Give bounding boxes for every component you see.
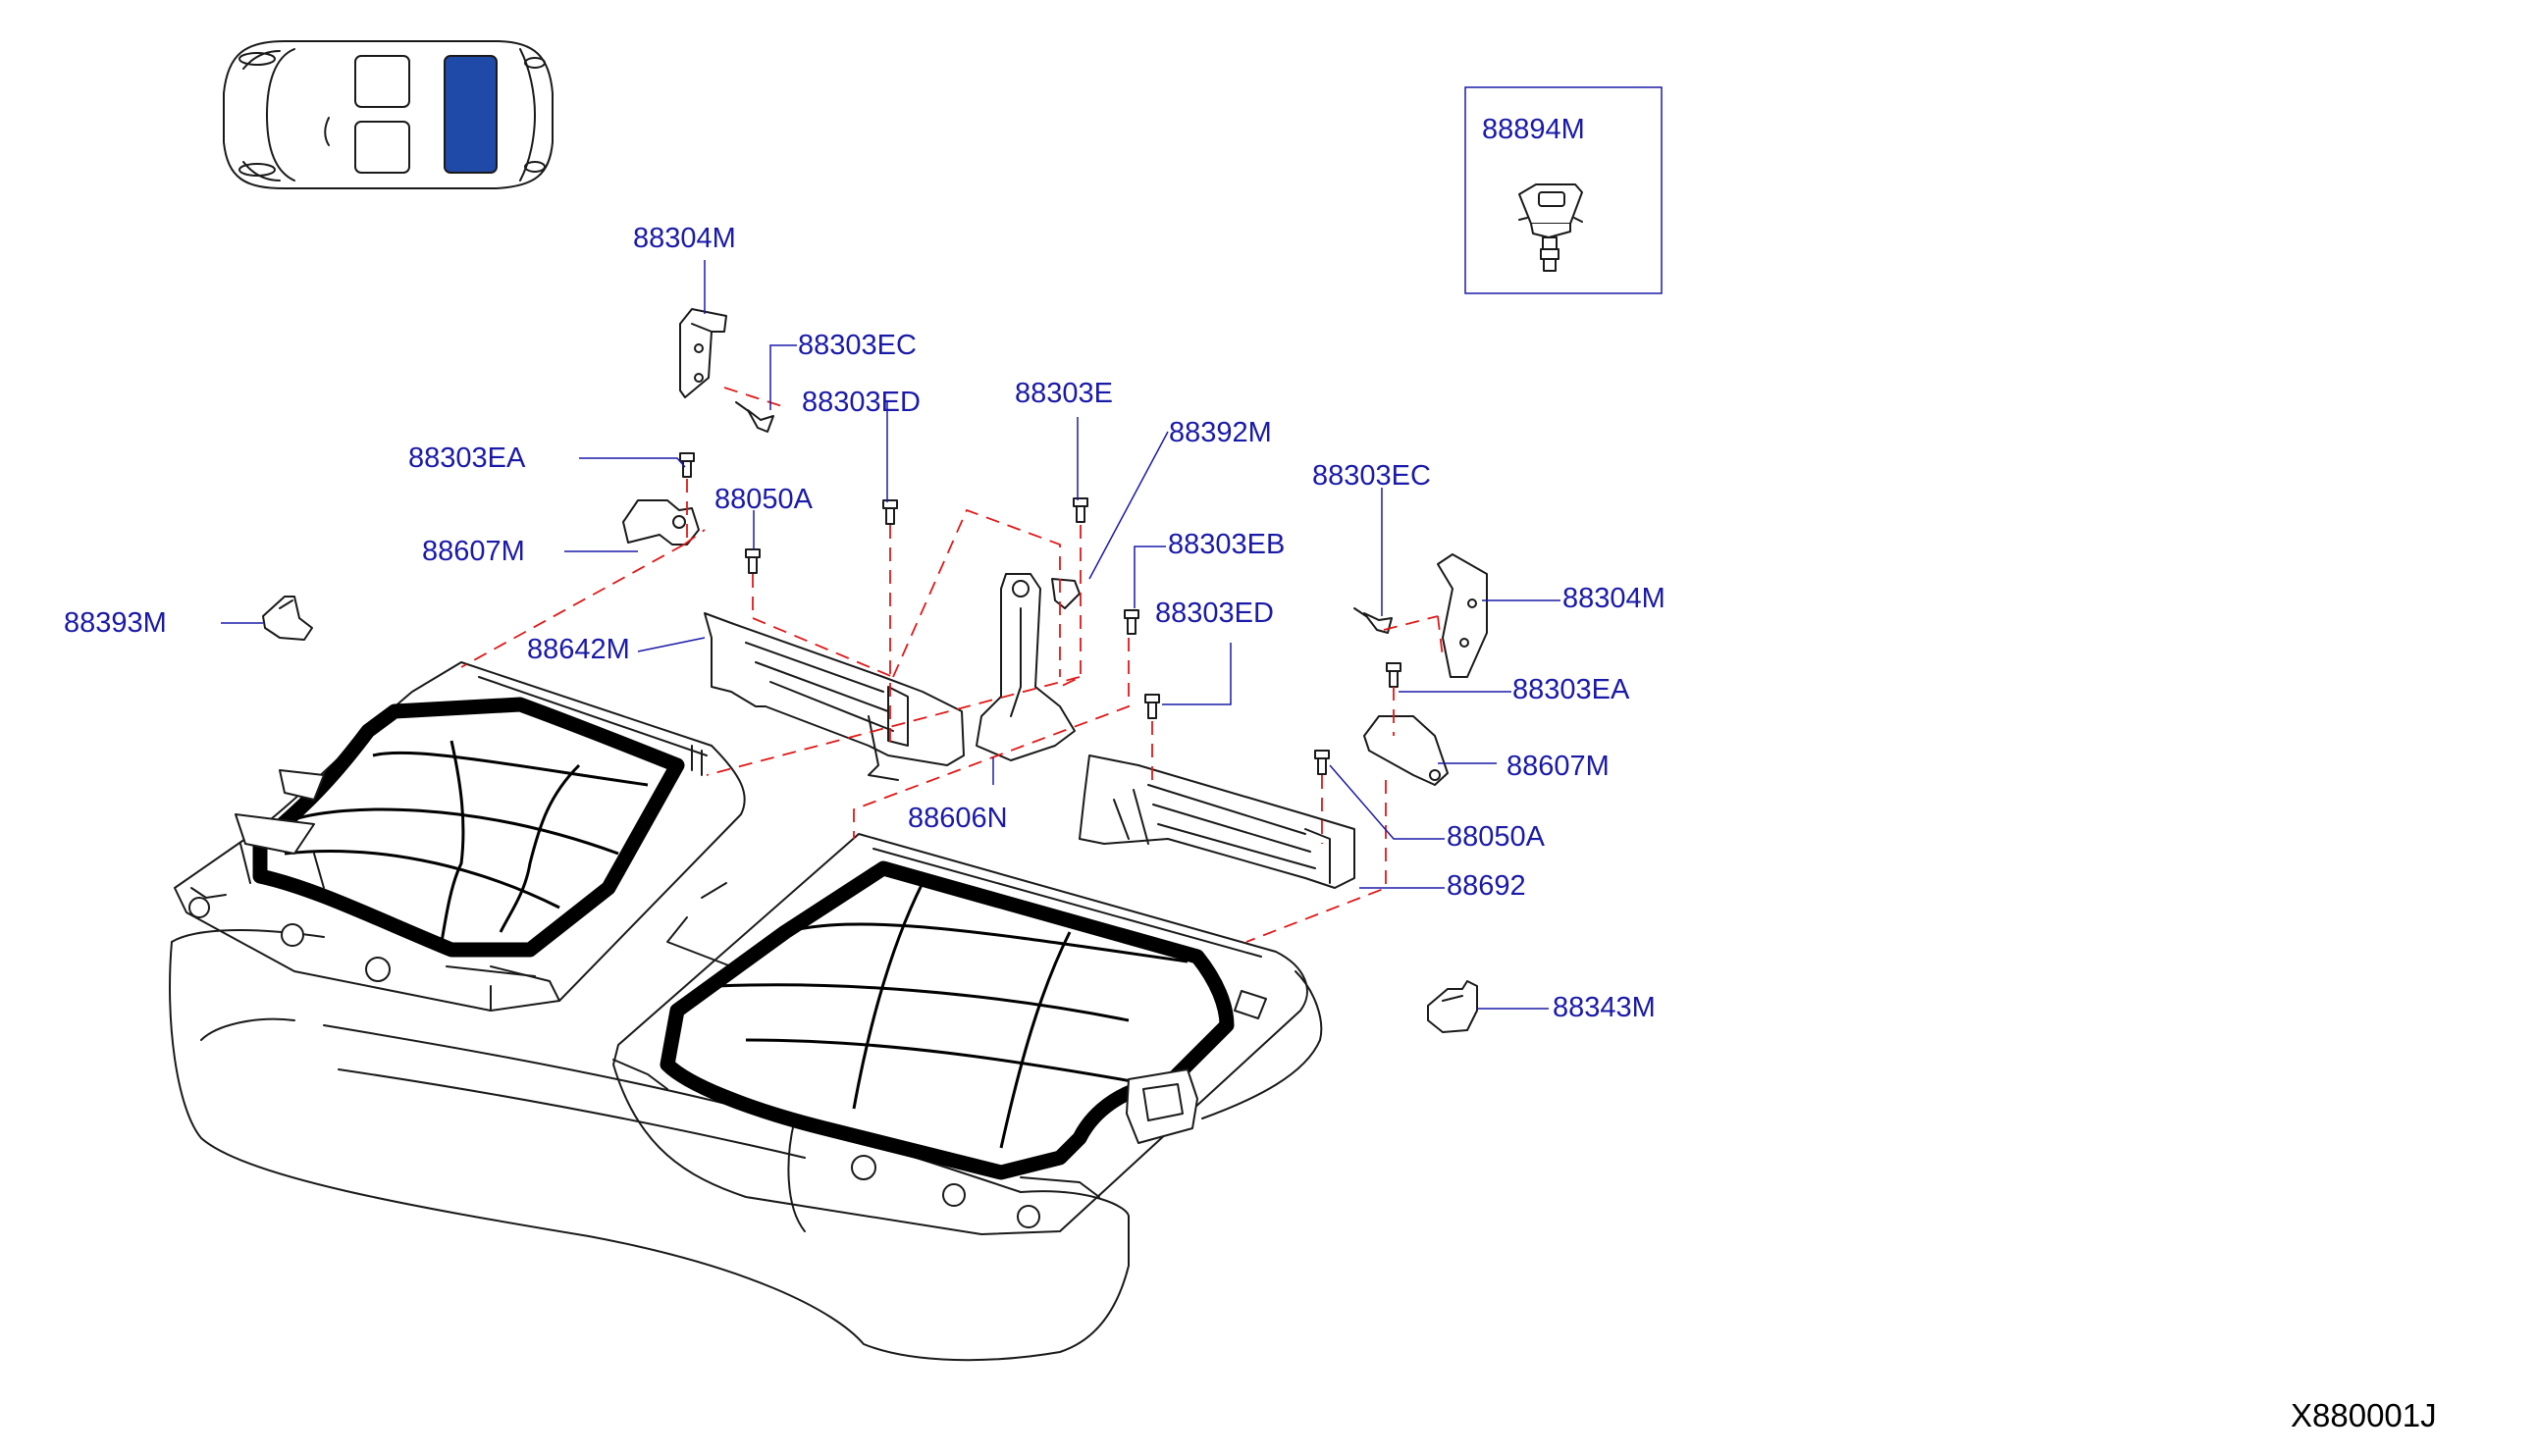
part-callout-88392m[interactable]: 88392M bbox=[1169, 417, 1272, 448]
part-callout-88343m[interactable]: 88343M bbox=[1553, 992, 1656, 1023]
part-callout-88303ec[interactable]: 88303EC bbox=[798, 330, 917, 361]
part-callout-88303ea[interactable]: 88303EA bbox=[408, 442, 526, 474]
left-seat-pan bbox=[174, 661, 746, 1012]
part-callout-88642m[interactable]: 88642M bbox=[527, 634, 630, 665]
striker-bracket-right bbox=[1363, 715, 1449, 786]
bolt-icon bbox=[1353, 607, 1393, 634]
part-callout-88894m[interactable]: 88894M bbox=[1482, 114, 1585, 145]
bolt-icon bbox=[1314, 750, 1330, 775]
inset-frame bbox=[1464, 86, 1663, 294]
part-callout-88393m[interactable]: 88393M bbox=[64, 607, 167, 639]
vehicle-locator-icon bbox=[223, 40, 554, 189]
bracket-88642m-icon bbox=[704, 612, 965, 781]
part-callout-88050a[interactable]: 88050A bbox=[714, 484, 813, 515]
hook-clip-88343m-icon bbox=[1427, 980, 1478, 1033]
clip-88392m-icon bbox=[1051, 578, 1081, 609]
bolt-icon bbox=[745, 548, 761, 574]
striker-bracket-left bbox=[622, 499, 700, 546]
center-bracket-88606n-icon bbox=[976, 573, 1076, 761]
hinge-bracket-left bbox=[679, 308, 727, 398]
part-callout-88050a-right[interactable]: 88050A bbox=[1447, 821, 1545, 853]
part-callout-88303ec-right[interactable]: 88303EC bbox=[1312, 460, 1431, 492]
hook-clip-88393m-icon bbox=[262, 596, 313, 641]
part-callout-88606n[interactable]: 88606N bbox=[908, 803, 1008, 834]
part-callout-88303ed-right[interactable]: 88303ED bbox=[1155, 598, 1274, 629]
bolt-icon bbox=[882, 499, 898, 525]
part-callout-88304m[interactable]: 88304M bbox=[633, 223, 736, 254]
bolt-icon bbox=[735, 401, 774, 433]
hinge-bracket-right bbox=[1437, 553, 1488, 678]
bolt-icon bbox=[679, 452, 695, 478]
highlighted-seat-icon bbox=[444, 55, 498, 174]
bolt-icon bbox=[1124, 609, 1139, 635]
part-callout-88304m-right[interactable]: 88304M bbox=[1562, 583, 1665, 614]
callout-leaders bbox=[221, 260, 1560, 1010]
part-callout-88303ed[interactable]: 88303ED bbox=[802, 387, 921, 418]
bracket-88692-icon bbox=[1079, 754, 1355, 889]
part-callout-88303eb[interactable]: 88303EB bbox=[1168, 529, 1286, 560]
bolt-icon bbox=[1386, 662, 1401, 688]
part-callout-88303e[interactable]: 88303E bbox=[1015, 378, 1113, 409]
assembly-guide-lines bbox=[460, 387, 1444, 943]
diagram-code: X880001J bbox=[2291, 1397, 2437, 1433]
part-callout-88303ea-right[interactable]: 88303EA bbox=[1512, 674, 1630, 705]
part-callout-88607m[interactable]: 88607M bbox=[422, 536, 525, 567]
seat-anchor-clip-icon bbox=[1518, 183, 1583, 272]
part-callout-88607m-right[interactable]: 88607M bbox=[1506, 751, 1610, 782]
part-callout-88692[interactable]: 88692 bbox=[1447, 870, 1526, 902]
bolt-icon bbox=[1073, 497, 1088, 523]
bolt-icon bbox=[1144, 694, 1160, 719]
right-seat-pan bbox=[612, 833, 1308, 1235]
